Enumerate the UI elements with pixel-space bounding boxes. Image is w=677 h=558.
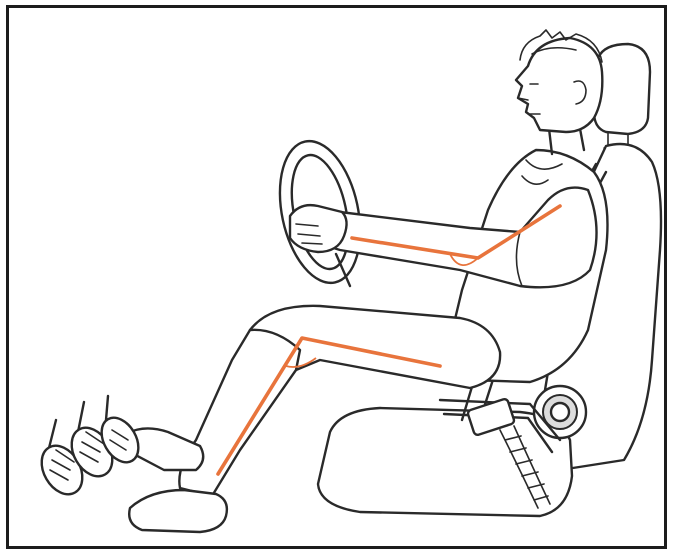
- pedals: [33, 396, 145, 502]
- driver-hand: [290, 205, 347, 252]
- driver-arm: [318, 188, 597, 288]
- recline-knob: [534, 386, 586, 438]
- driver-lower-leg: [179, 330, 300, 496]
- driver-front-shoe: [129, 490, 227, 532]
- driver-head: [516, 30, 602, 132]
